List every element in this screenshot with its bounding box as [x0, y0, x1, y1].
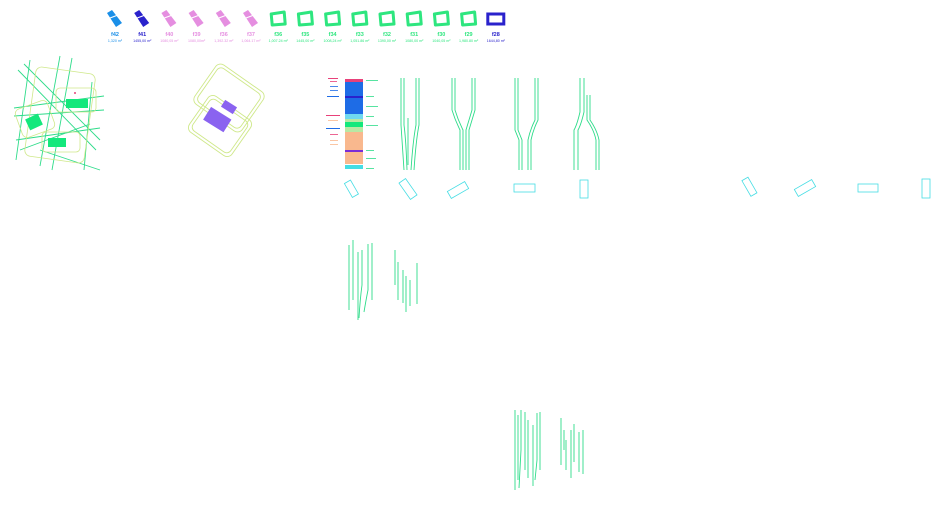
legend-swatch	[351, 10, 369, 27]
legend-area: 1,064.17 m²	[241, 39, 261, 43]
legend-label: f33	[356, 32, 364, 38]
legend-label: f36	[220, 32, 228, 38]
line-group	[400, 78, 600, 171]
legend-label: f36	[274, 32, 282, 38]
legend-label: f29	[465, 32, 473, 38]
line-group	[348, 240, 418, 320]
building-block	[48, 138, 66, 147]
legend-label: f37	[247, 32, 255, 38]
legend-label: f30	[437, 32, 445, 38]
legend-label: f32	[383, 32, 391, 38]
legend-swatch	[161, 10, 177, 27]
legend-swatch	[405, 10, 423, 27]
footprint-outlines	[343, 176, 931, 201]
legend-label: f28	[492, 32, 500, 38]
site-plan	[13, 55, 105, 171]
building-block	[66, 99, 88, 108]
legend-area: 1,051.86 m²	[350, 39, 370, 43]
section-column	[326, 78, 378, 169]
line-group	[514, 410, 584, 490]
legend-area: 1080,00m²	[188, 39, 206, 43]
legend-swatch	[486, 12, 506, 26]
legend-swatch	[378, 10, 396, 27]
legend-area: 1080,00 m²	[405, 39, 424, 43]
legend-area: 1390,00 m²	[378, 39, 397, 43]
legend-area: 1,392.32 m²	[214, 39, 234, 43]
legend-label: f39	[193, 32, 201, 38]
legend-area: 1,320 m²	[108, 39, 123, 43]
plot-outline	[187, 63, 265, 158]
legend-area: 1,007.24 m²	[269, 39, 289, 43]
purple-block	[203, 99, 238, 133]
legend-label: f42	[111, 32, 119, 38]
legend-swatch	[107, 10, 122, 27]
legend-area: 1080,05 m²	[160, 39, 179, 43]
legend-swatch	[324, 10, 342, 27]
legend-area: 1455,00 m²	[133, 39, 152, 43]
legend-swatch	[460, 10, 478, 27]
legend-area: 1,980.80 m²	[459, 39, 479, 43]
legend-label: f40	[165, 32, 173, 38]
legend-swatch	[243, 10, 258, 27]
legend-label: f34	[329, 32, 338, 38]
legend-area: 1445,00 m²	[296, 39, 315, 43]
building-block	[25, 113, 43, 131]
legend-label: f41	[138, 32, 146, 38]
legend-label: f31	[410, 32, 418, 38]
legend-label: f35	[301, 32, 309, 38]
legend-swatch	[296, 10, 314, 27]
legend-area: 1644,80 m²	[487, 39, 506, 43]
legend-swatch	[134, 10, 150, 27]
legend-swatch	[215, 10, 231, 27]
legend-area: 1040,05 m²	[432, 39, 451, 43]
legend-swatch	[269, 10, 287, 27]
legend-area: 1008,24 m²	[324, 39, 343, 43]
legend-swatch	[432, 10, 450, 27]
legend-swatch	[188, 10, 204, 27]
